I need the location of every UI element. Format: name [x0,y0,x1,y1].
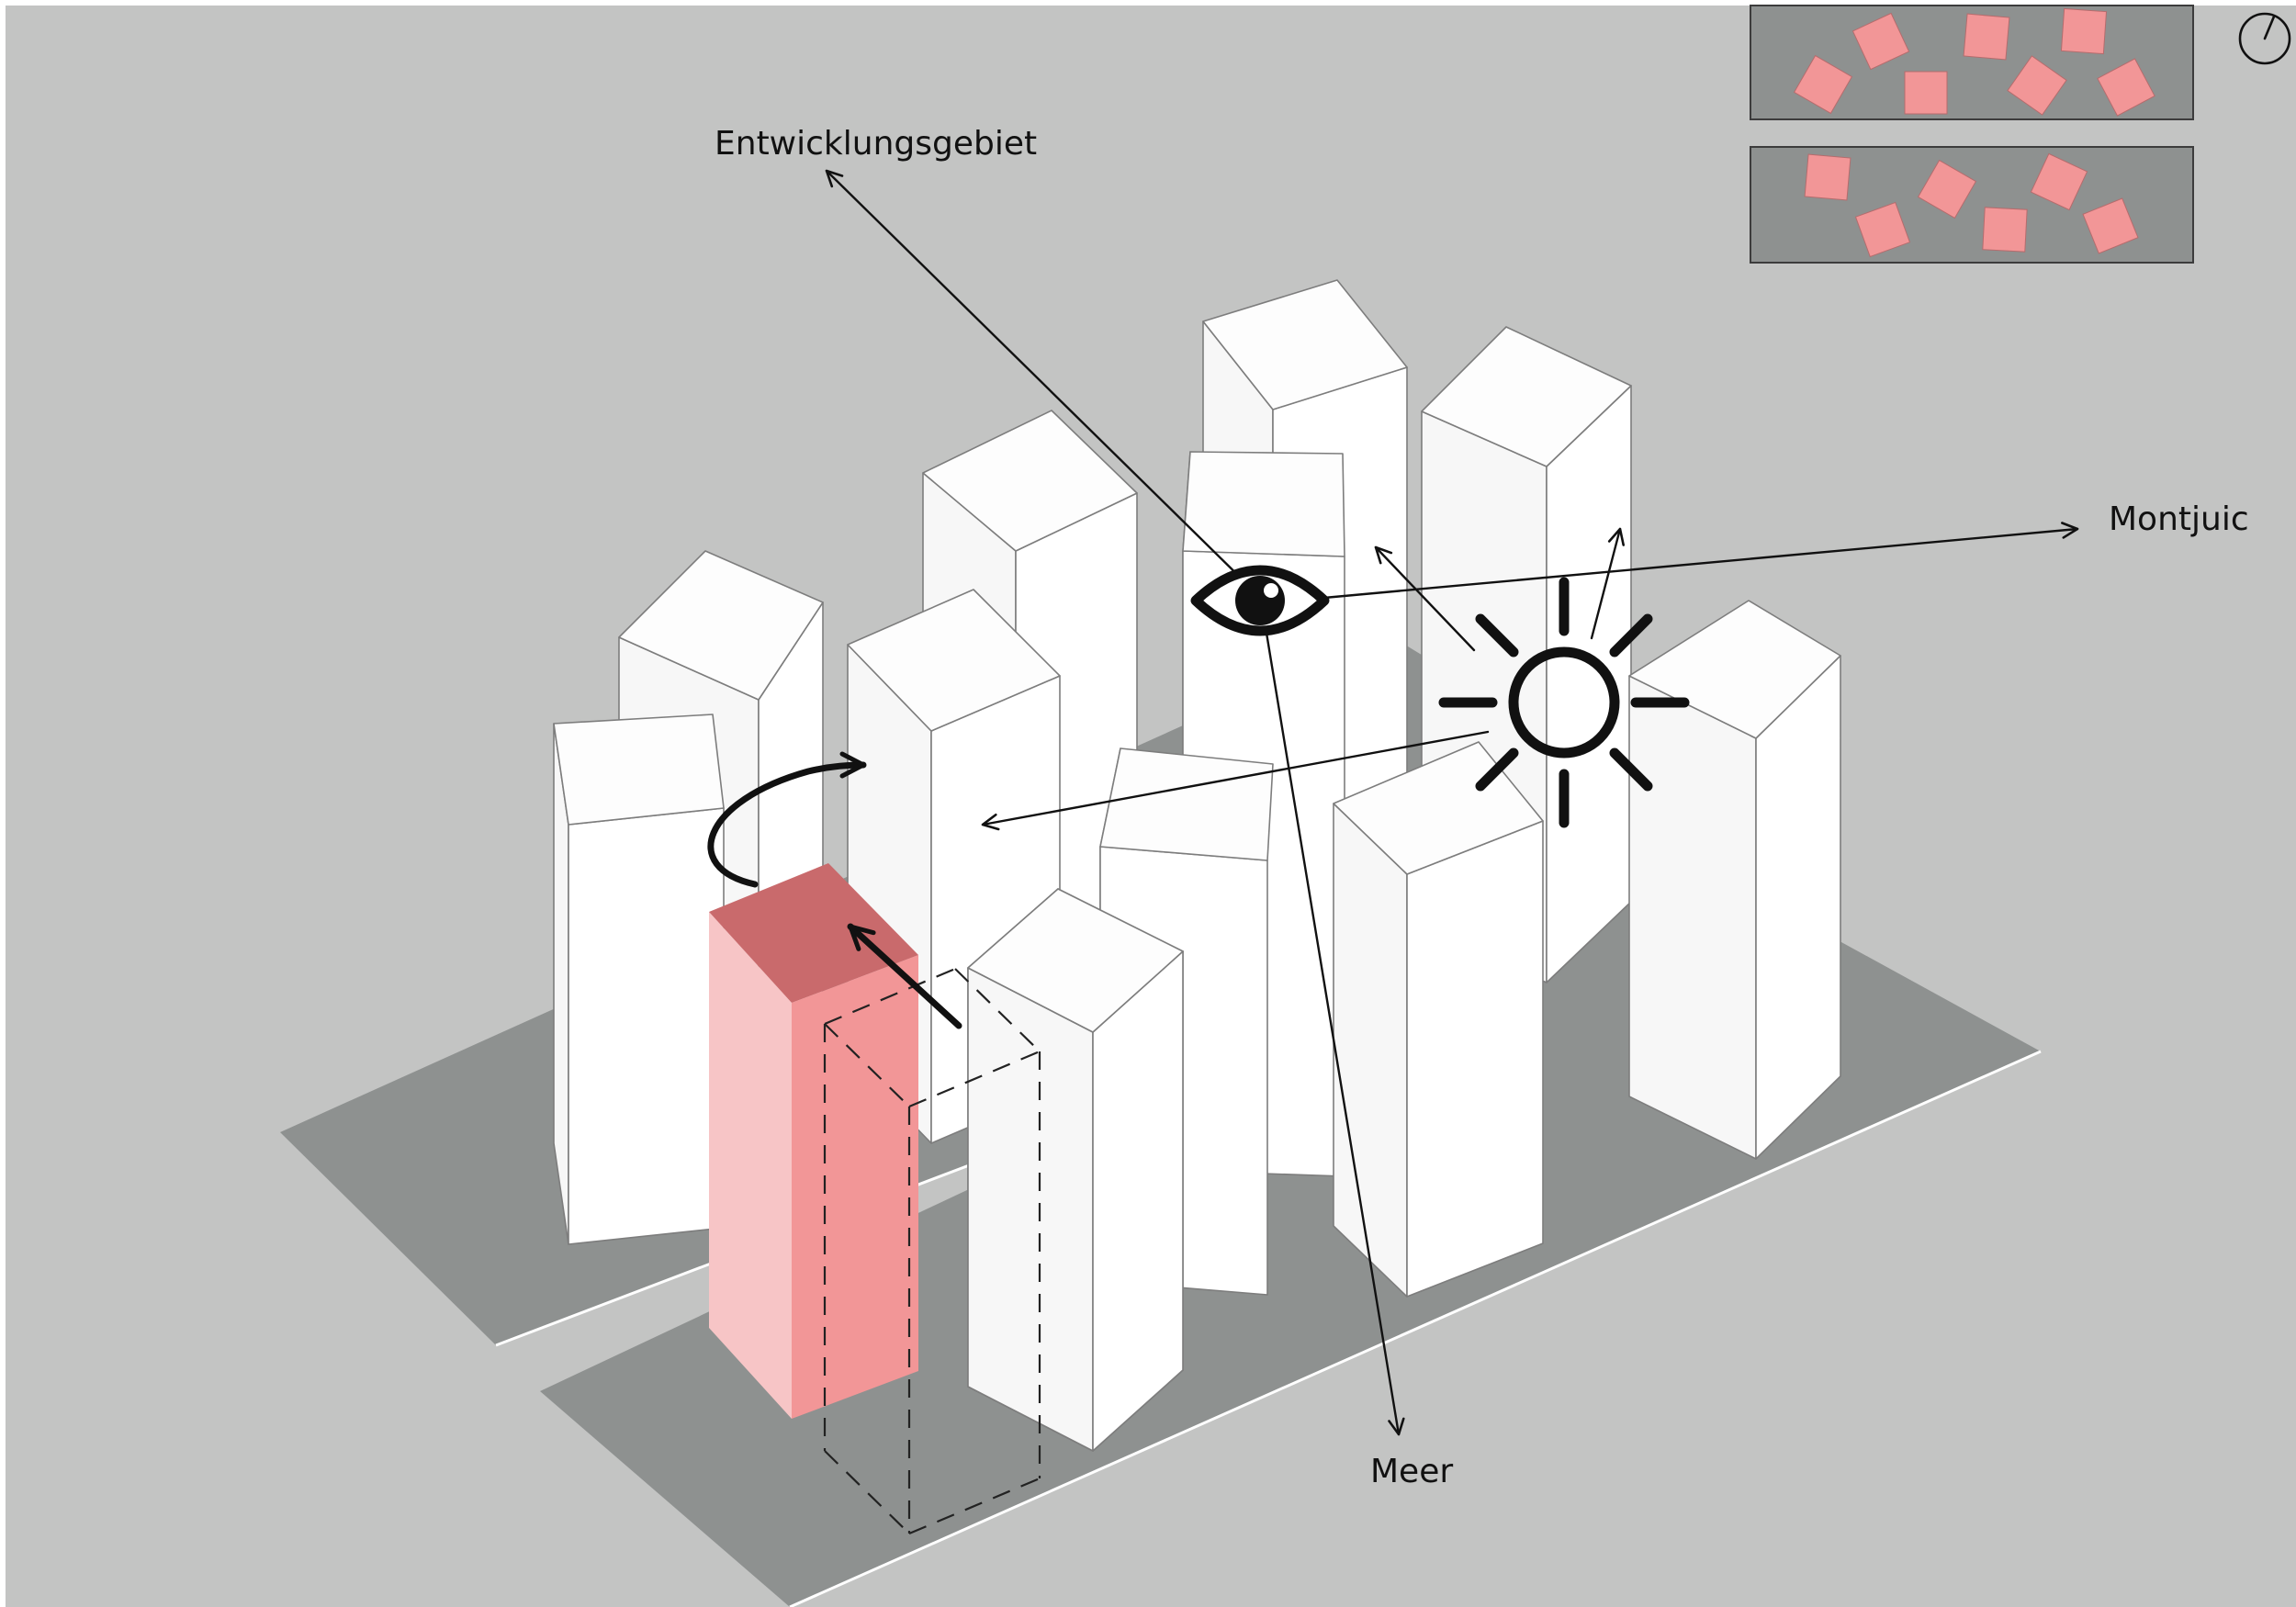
tower-back-left-roof [922,410,1138,552]
tower-left-roof [553,714,725,826]
tower-left-right-face [568,807,725,1245]
tower-back-right-roof [1421,326,1632,467]
variant-tower-square [2060,7,2108,55]
tower-center-right-left-face [1333,803,1408,1298]
tower-front-overlap [967,888,1184,1452]
highlighted-tower-left-face [709,912,792,1419]
label-meer: Meer [1370,1453,1453,1490]
orientation-lines [825,169,2079,1436]
tower-center-right [1333,741,1544,1298]
variant-tower-square [1793,54,1853,115]
sun-ray-arrow-left [981,730,1490,831]
tower-center-left-roof [847,589,1061,732]
variant-tower-square [2007,55,2067,116]
towers [553,279,1841,1452]
tower-front-overlap-roof [967,888,1184,1033]
label-entwicklungsgebiet: Entwicklungsgebiet [715,125,1037,163]
tower-back-tall-roof [1202,279,1408,410]
eye-icon [1190,565,1330,636]
tower-far-left-roof [618,550,824,701]
compass-icon [2238,12,2291,65]
tower-right-roof [1628,600,1841,739]
variant-tower-square [2097,58,2155,117]
sun-ray-arrow-upleft [1374,545,1476,652]
tower-right-right-face [1755,655,1841,1160]
arrow-to-entwicklungsgebiet [825,169,1262,599]
variant-tower-square [1982,207,2028,253]
move-arrow-icon [847,923,962,1029]
highlighted-tower-roof [709,863,918,1003]
sun-ray-arrow-up [1590,527,1626,640]
variant-tower-square [2030,152,2088,211]
variant-squares [1793,7,2155,258]
tower-center-left [847,589,1061,1144]
tower-right [1628,600,1841,1160]
tower-left [553,714,725,1245]
tower-mid-center-roof [1182,451,1345,557]
variant-tower-square [1917,159,1977,219]
tower-right-left-face [1628,675,1757,1160]
tower-center-roof [1099,747,1274,861]
layout-variants-legend [1750,5,2194,264]
variant-tower-square [1804,153,1851,201]
label-montjuic: Montjuic [2109,500,2249,538]
arrow-to-meer [1261,609,1405,1436]
highlighted-tower [709,863,918,1419]
ground-plot-front-edge [789,1050,2042,1607]
variant-tower-square [1963,13,2010,61]
variant-tower-square [1904,71,1948,115]
tower-back-right-right-face [1546,385,1632,983]
original-position-outline [823,967,1041,1535]
rotate-arrow-icon [707,751,867,888]
variant-tower-square [1851,12,1910,71]
tower-front-overlap-right-face [1092,950,1184,1452]
tower-front-overlap-left-face [967,967,1094,1452]
highlighted-tower-right-face [792,955,918,1419]
variant-tower-square [2082,197,2139,254]
sun-icon [1438,577,1690,828]
tower-center-right-right-face [1406,820,1544,1298]
variant-tower-square [1854,201,1911,258]
